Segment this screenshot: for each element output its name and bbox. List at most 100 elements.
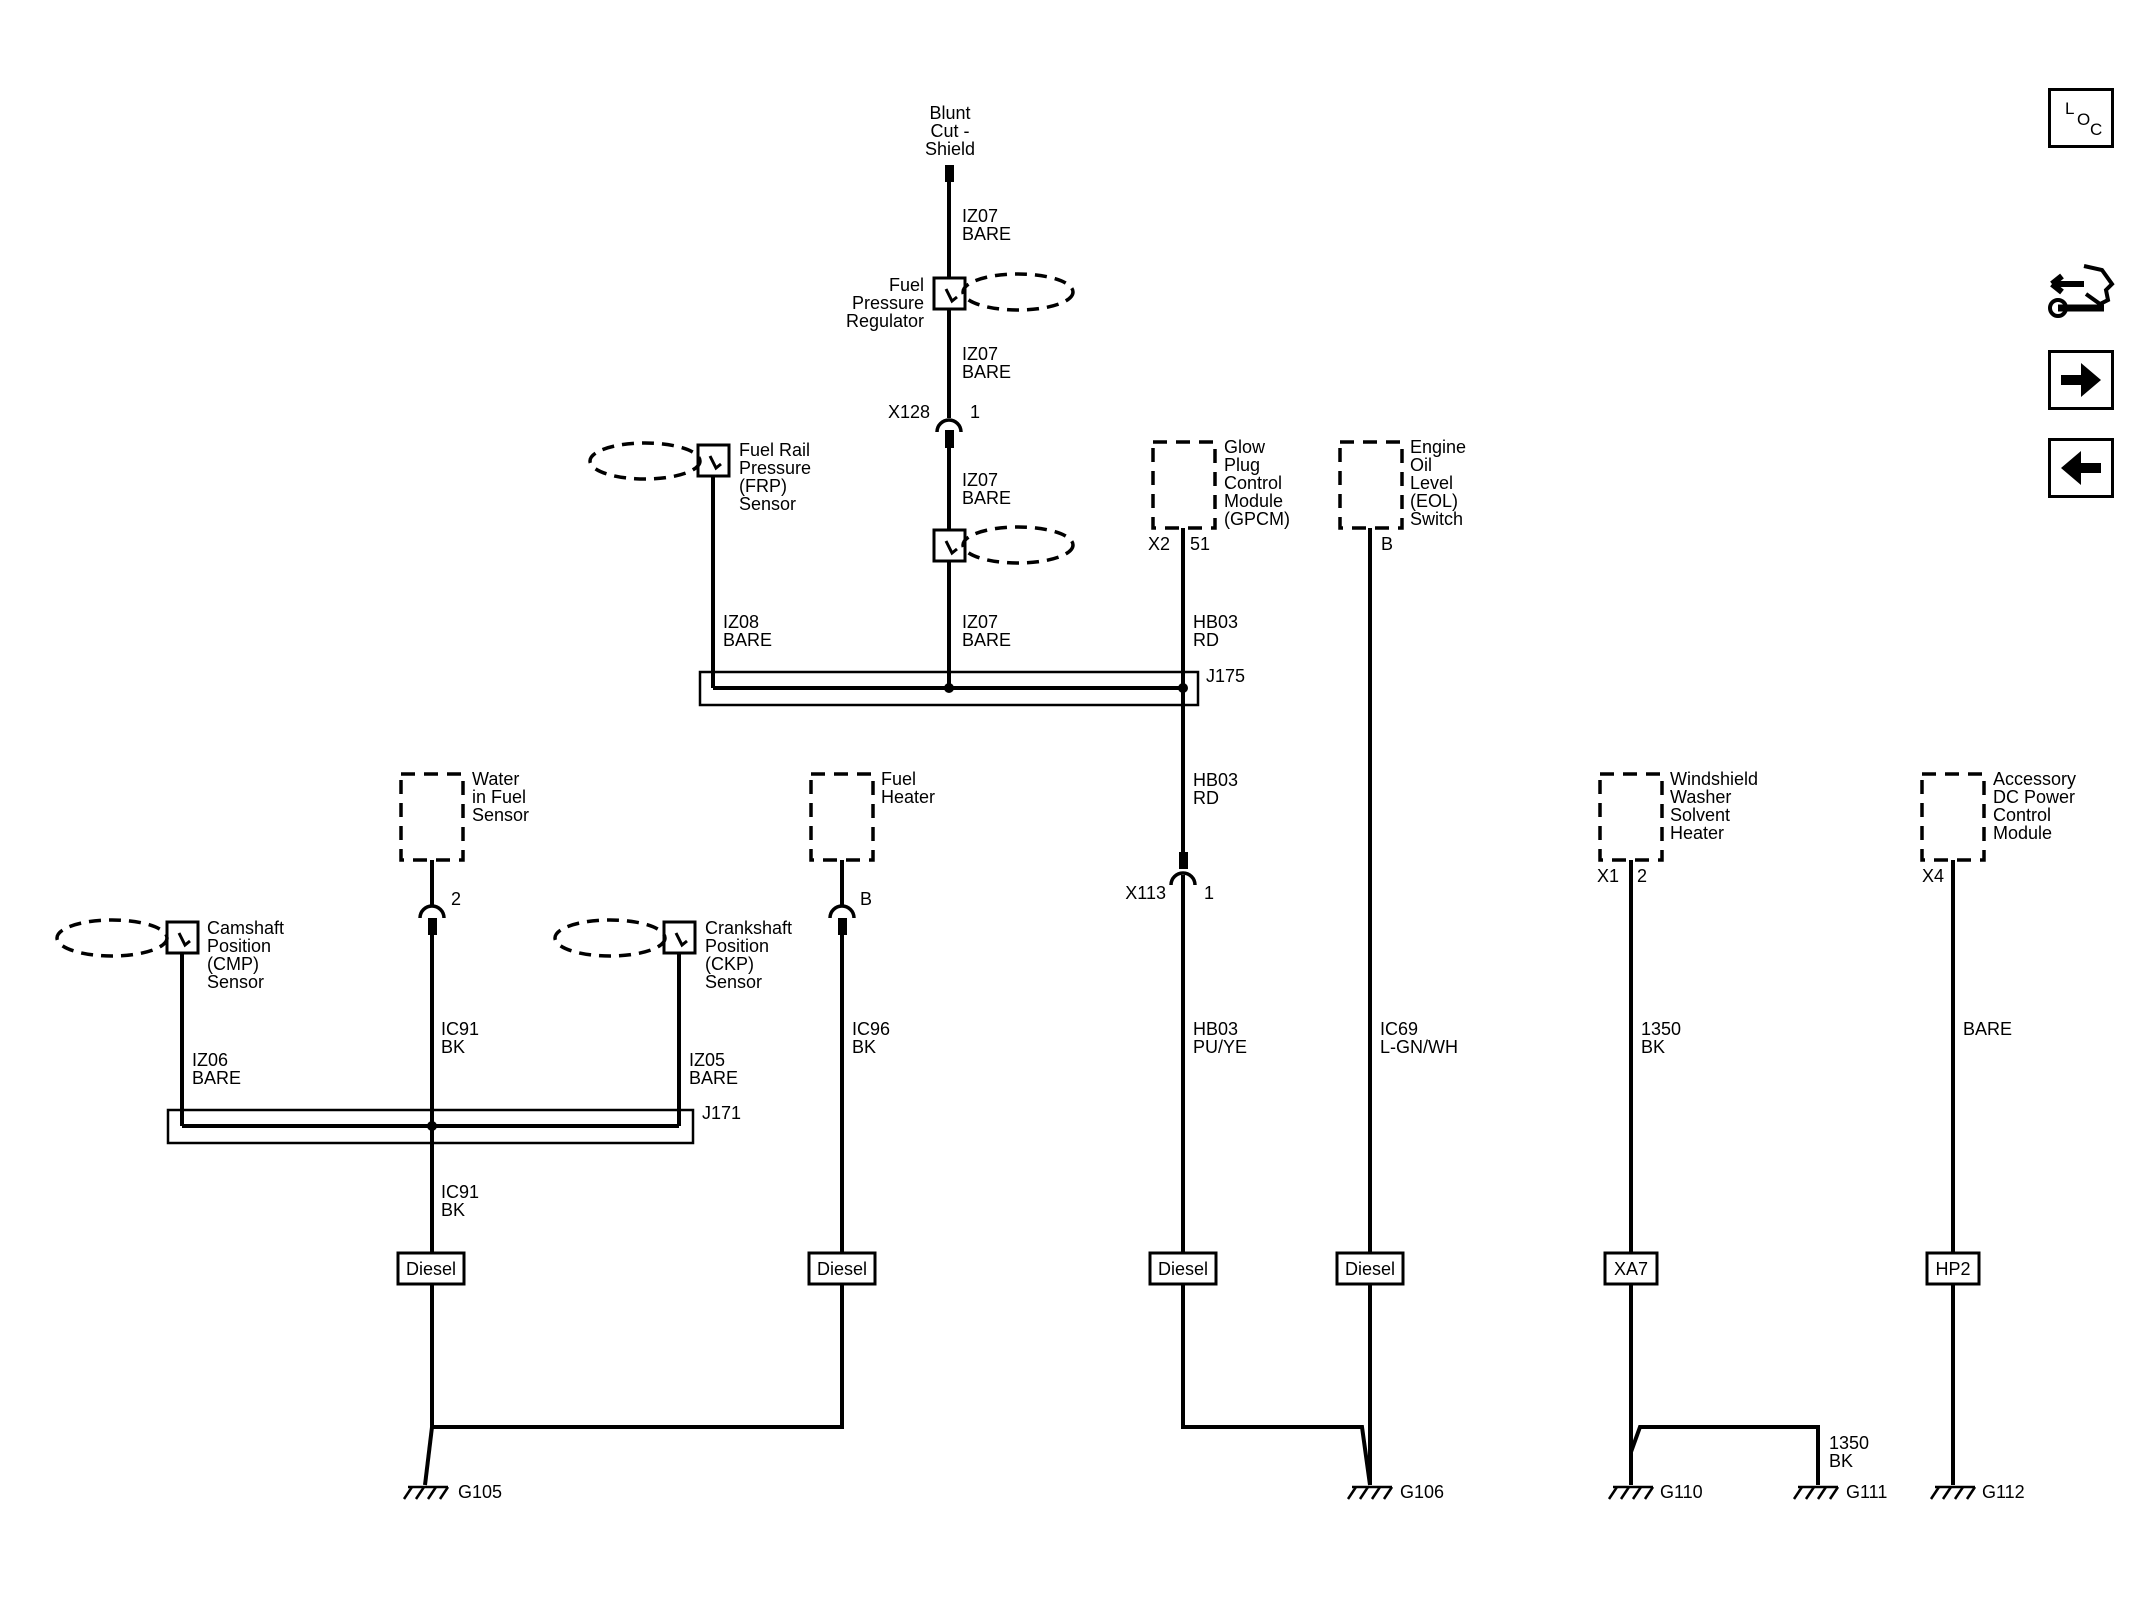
eol-switch-label: Engine Oil Level (EOL) Switch [1410,437,1466,529]
previous-arrow-icon [2061,451,2101,485]
wire-label-iz06: IZ06 BARE [192,1050,241,1088]
eol-switch-component-box [1338,440,1404,530]
svg-text:Diesel: Diesel [1158,1259,1208,1279]
svg-text:Heater: Heater [1670,823,1724,843]
svg-text:Module: Module [1993,823,2052,843]
svg-text:Sensor: Sensor [705,972,762,992]
connector-x128-label: X128 [888,402,930,422]
svg-text:Switch: Switch [1410,509,1463,529]
accessory-dc-power-module-label: Accessory DC Power Control Module [1993,769,2076,843]
next-page-button[interactable] [2048,350,2114,410]
option-box-diesel-4: Diesel [1335,1251,1405,1286]
svg-text:IC96: IC96 [852,1019,890,1039]
connector-x128-pin-label: 1 [970,402,980,422]
shield-ground-icon [674,932,688,948]
svg-text:Oil: Oil [1410,455,1432,475]
svg-text:BK: BK [852,1037,876,1057]
wire-label-iz07-a: IZ07 BARE [962,206,1011,244]
svg-text:RD: RD [1193,630,1219,650]
svg-text:RD: RD [1193,788,1219,808]
svg-text:Regulator: Regulator [846,311,924,331]
option-box-hp2: HP2 [1925,1251,1981,1286]
service-procedure-button[interactable] [2044,256,2118,330]
water-in-fuel-sensor-label: Water in Fuel Sensor [472,769,529,825]
ground-g111-label: G111 [1846,1482,1887,1502]
svg-text:IC91: IC91 [441,1019,479,1039]
svg-text:Camshaft: Camshaft [207,918,284,938]
shield-oval [55,918,169,958]
wire-label-1350-a: 1350 BK [1641,1019,1681,1057]
svg-text:HP2: HP2 [1935,1259,1970,1279]
ground-g112-label: G112 [1982,1482,2025,1502]
wif-pin-label: 2 [451,889,461,909]
svg-text:Windshield: Windshield [1670,769,1758,789]
svg-text:IZ07: IZ07 [962,470,998,490]
connector-icon [828,904,856,919]
wire-label-1350-b: 1350 BK [1829,1433,1869,1471]
wire-label-ic91-a: IC91 BK [441,1019,479,1057]
svg-text:Diesel: Diesel [406,1259,456,1279]
svg-text:Fuel: Fuel [889,275,924,295]
svg-text:IC69: IC69 [1380,1019,1418,1039]
svg-text:Sensor: Sensor [207,972,264,992]
water-in-fuel-sensor-box [399,772,465,862]
svg-text:Crankshaft: Crankshaft [705,918,792,938]
ground-icon [1792,1485,1840,1500]
wire-label-iz08: IZ08 BARE [723,612,772,650]
gpcm-connector-label: X2 [1148,534,1170,554]
svg-text:PU/YE: PU/YE [1193,1037,1247,1057]
blunt-cut-shield-label: Blunt Cut - Shield [925,103,975,159]
svg-text:(FRP): (FRP) [739,476,787,496]
accessory-dc-power-module-box [1920,772,1986,862]
cmp-sensor-label: Camshaft Position (CMP) Sensor [207,918,284,992]
svg-text:IZ07: IZ07 [962,206,998,226]
washer-heater-label: Windshield Washer Solvent Heater [1670,769,1758,843]
connector-icon [418,904,446,919]
connector-x128-icon [935,418,963,433]
svg-text:L-GN/WH: L-GN/WH [1380,1037,1458,1057]
wire-label-ic69: IC69 L-GN/WH [1380,1019,1458,1057]
svg-text:Shield: Shield [925,139,975,159]
frp-sensor-shield-box [696,443,731,478]
accessory-connector-label: X4 [1922,866,1944,886]
wire-g105-join [430,1284,844,1429]
svg-text:Sensor: Sensor [472,805,529,825]
ground-icon [1607,1485,1655,1500]
wire-label-bare: BARE [1963,1019,2012,1039]
previous-page-button[interactable] [2048,438,2114,498]
option-box-diesel-3: Diesel [1148,1251,1218,1286]
connector-x113-icon [1169,871,1197,886]
option-box-xa7: XA7 [1603,1251,1659,1286]
svg-text:Plug: Plug [1224,455,1260,475]
wire-label-hb03-rd-a: HB03 RD [1193,612,1238,650]
svg-text:(GPCM): (GPCM) [1224,509,1290,529]
wire-label-ic91-b: IC91 BK [441,1182,479,1220]
wire-label-iz05: IZ05 BARE [689,1050,738,1088]
shield-oval [961,272,1075,312]
wire-label-iz07-b: IZ07 BARE [962,344,1011,382]
ground-g106-label: G106 [1400,1482,1444,1502]
svg-text:Control: Control [1224,473,1282,493]
svg-text:IZ08: IZ08 [723,612,759,632]
shield-oval [588,441,702,481]
splice-j175-label: J175 [1206,666,1245,686]
svg-text:BK: BK [441,1200,465,1220]
shield-oval [961,525,1075,565]
wire-g105-drop [423,1426,434,1486]
svg-text:Accessory: Accessory [1993,769,2076,789]
svg-text:Sensor: Sensor [739,494,796,514]
ground-icon [1346,1485,1394,1500]
shield-ground-icon [708,455,722,471]
gpcm-component-box [1151,440,1217,530]
svg-text:Cut -: Cut - [930,121,969,141]
svg-text:Washer: Washer [1670,787,1731,807]
svg-text:Diesel: Diesel [1345,1259,1395,1279]
location-button[interactable]: L O C [2048,88,2114,148]
svg-text:Solvent: Solvent [1670,805,1730,825]
svg-text:Blunt: Blunt [929,103,970,123]
washer-connector-label: X1 [1597,866,1619,886]
fuel-pressure-regulator-label: Fuel Pressure Regulator [846,275,924,331]
svg-text:Control: Control [1993,805,2051,825]
svg-text:BARE: BARE [723,630,772,650]
